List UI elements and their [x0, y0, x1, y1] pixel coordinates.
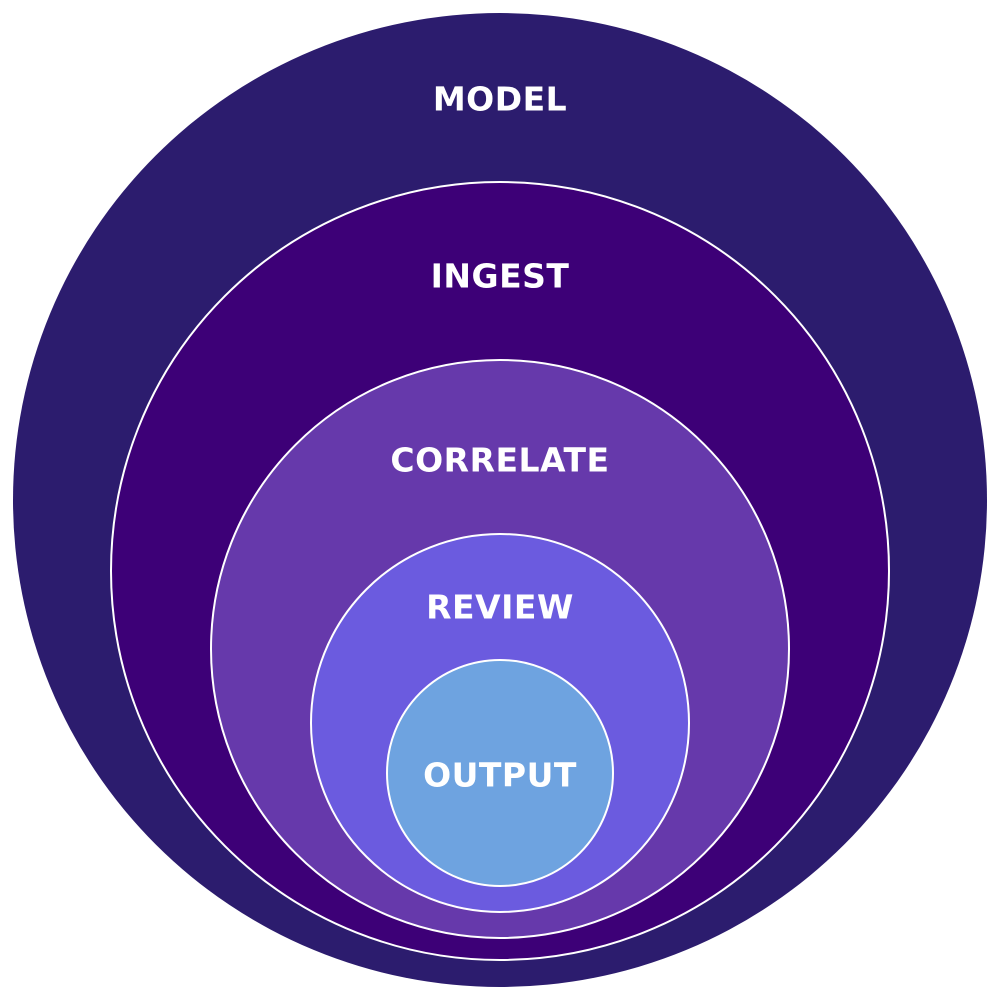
layer-output-label: OUTPUT: [423, 756, 577, 795]
layer-review-label: REVIEW: [426, 588, 574, 627]
layer-correlate-label: CORRELATE: [390, 441, 609, 480]
layer-output-circle: [386, 659, 614, 887]
layer-ingest-label: INGEST: [431, 257, 570, 296]
layer-model-label: MODEL: [433, 80, 567, 119]
